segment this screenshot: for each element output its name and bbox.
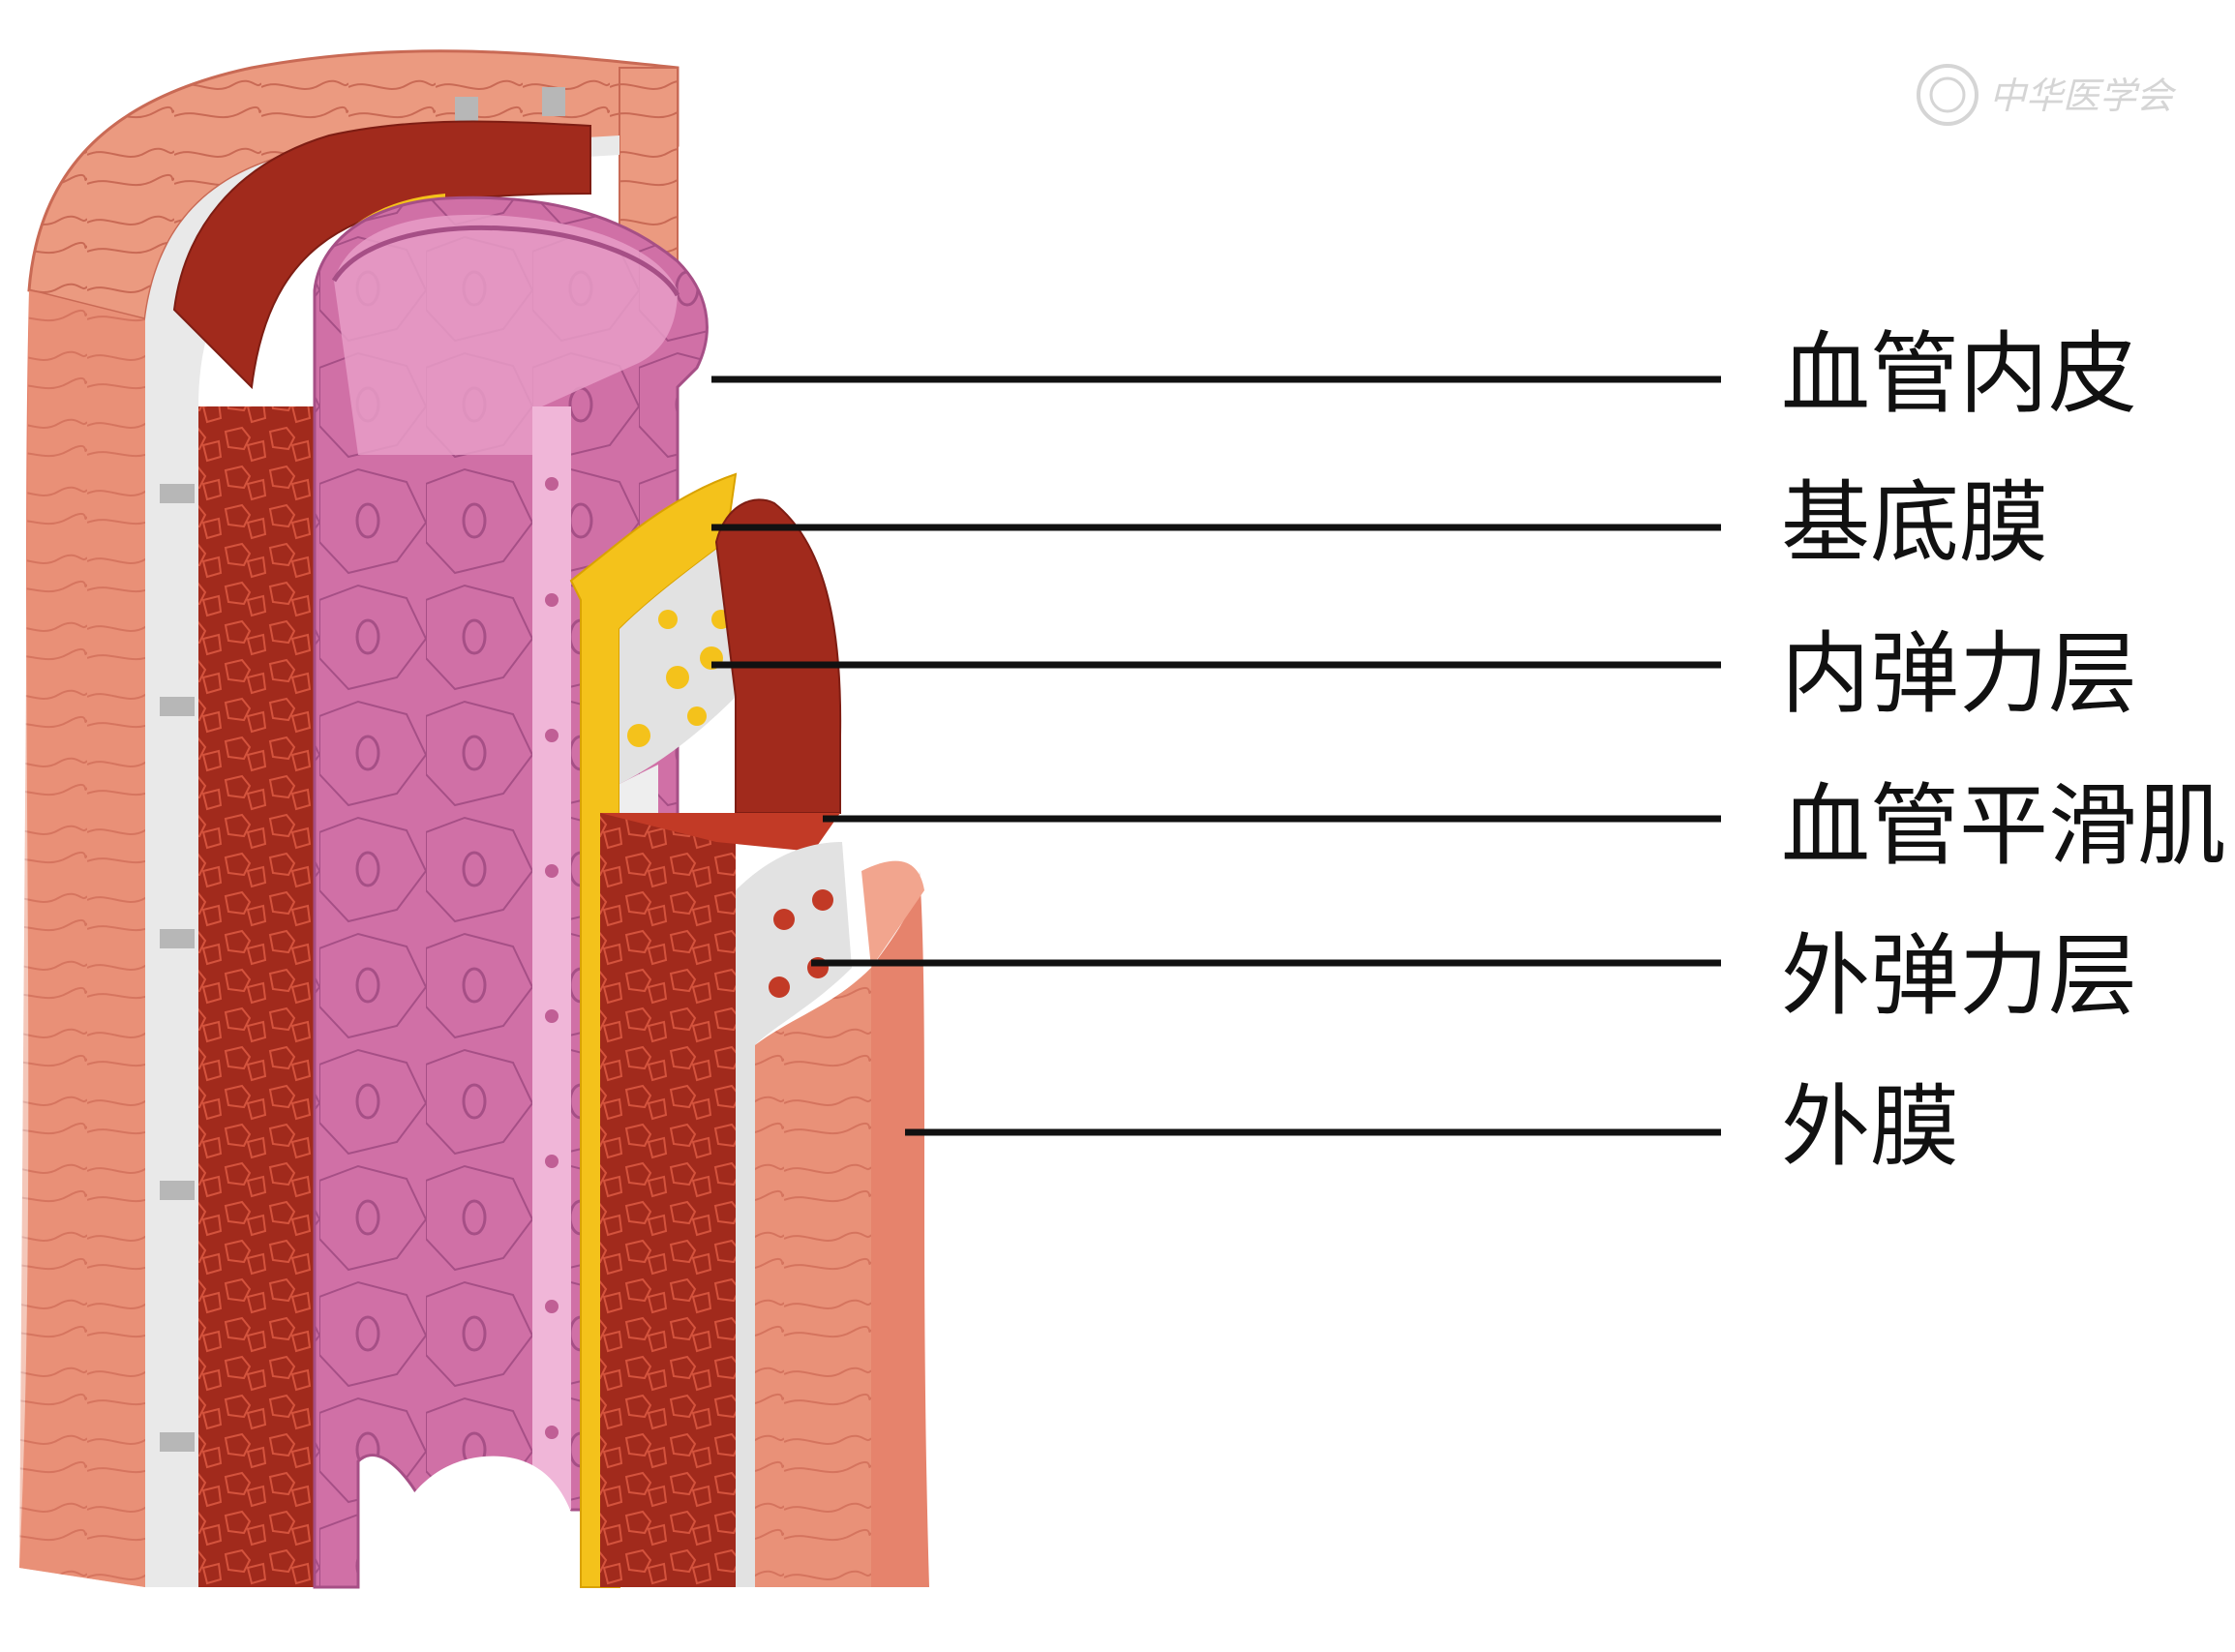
label-adventitia: 外膜 <box>1781 1075 1959 1179</box>
smooth-muscle-back-top <box>172 120 591 390</box>
internal-elastic-front <box>619 542 736 784</box>
watermark-seal-icon <box>1917 64 1978 126</box>
smooth-muscle-front-top <box>714 498 842 814</box>
label-external-elastic-lamina: 外弹力层 <box>1781 924 2137 1028</box>
labels: 血管内皮 基底膜 内弹力层 血管平滑肌 外弹力层 外膜 <box>1781 322 2226 1179</box>
watermark: 中华医学会 <box>1917 64 2177 126</box>
smooth-muscle-back <box>198 406 315 1587</box>
lumen-opening <box>334 214 678 455</box>
smooth-muscle-front <box>600 813 736 1587</box>
leader-lines <box>711 375 1721 1136</box>
label-basement-membrane: 基底膜 <box>1781 471 2048 575</box>
watermark-text: 中华医学会 <box>1989 75 2177 117</box>
external-elastic-front <box>736 842 852 1587</box>
label-endothelium: 血管内皮 <box>1781 322 2137 426</box>
label-smooth-muscle: 血管平滑肌 <box>1781 774 2226 878</box>
label-internal-elastic-lamina: 内弹力层 <box>1781 622 2137 726</box>
